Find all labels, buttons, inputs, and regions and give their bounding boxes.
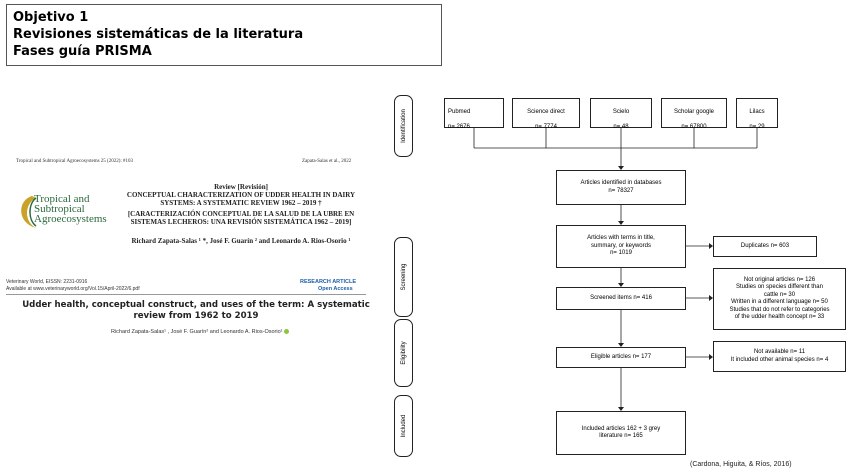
paper2-title: Udder health, conceptual construct, and … — [22, 300, 370, 321]
source-name: Science direct — [527, 108, 565, 115]
title-line-1: Objetivo 1 — [13, 10, 89, 25]
box-terms: Articles with terms in title, summary, o… — [556, 225, 686, 268]
title-line-2: Revisiones sistemáticas de la literatura — [13, 27, 304, 42]
box-excluded-screening: Not original articles n= 126 Studies on … — [713, 268, 846, 330]
source-box-pubmed: Pubmed n= 2676 — [444, 98, 504, 130]
phase-screening: Screening — [394, 237, 413, 317]
box-eligible: Eligible articles n= 177 — [556, 347, 686, 368]
source-count: n= 2676 — [448, 123, 470, 130]
source-box-science-direct: Science direct n= 7774 — [512, 98, 580, 130]
paper1-journal-line: Tropical and Subtropical Agroecosystems … — [16, 159, 134, 164]
source-count: n= 48 — [613, 123, 629, 130]
title-line-3: Fases guía PRISMA — [13, 44, 152, 59]
phase-eligibility: Eligibility — [394, 319, 413, 387]
box-duplicates: Duplicates n= 603 — [713, 236, 817, 257]
source-name: Scielo — [612, 108, 630, 115]
phase-included: Included — [394, 395, 413, 457]
citation: (Cardona, Higuita, & Ríos, 2016) — [690, 461, 792, 468]
paper1-authors-short: Zapata-Salas et al., 2022 — [302, 159, 352, 164]
box-identified: Articles identified in databases n= 7832… — [556, 170, 686, 205]
phase-screening-label: Screening — [400, 263, 407, 291]
source-count: n= 7774 — [535, 123, 557, 130]
slide-title-box: Objetivo 1 Revisiones sistemáticas de la… — [6, 4, 442, 66]
phase-included-label: Included — [400, 414, 407, 438]
source-count: n= 67800 — [681, 123, 707, 130]
paper2-authors: Richard Zapata-Salas¹ , José F. Guarín² … — [70, 329, 330, 335]
orcid-icon — [284, 329, 290, 335]
paper2-divider — [6, 294, 366, 295]
journal-logo: Tropical and Subtropical Agroecosystems — [14, 192, 112, 232]
paper2-badge-research: RESEARCH ARTICLE — [300, 279, 357, 285]
box-excluded-eligibility: Not available n= 11 It included other an… — [713, 341, 846, 372]
logo-text: Tropical and Subtropical Agroecosystems — [34, 193, 107, 225]
paper2-journal-line-1: Veterinary World, EISSN: 2231-0916 — [6, 279, 88, 285]
phase-identification: Identification — [394, 95, 413, 157]
paper1-title-es: [CARACTERIZACIÓN CONCEPTUAL DE LA SALUD … — [127, 210, 355, 226]
paper2-badge-open-access: Open Access — [318, 286, 353, 292]
source-name: Scholar google — [673, 108, 715, 115]
box-screened: Screened items n= 416 — [556, 287, 686, 310]
source-box-scielo: Scielo n= 48 — [590, 98, 652, 130]
source-box-lilacs: Lilacs n= 29 — [736, 98, 778, 130]
source-name: Pubmed — [448, 108, 471, 115]
source-name: Lilacs — [749, 108, 765, 115]
phase-identification-label: Identification — [400, 109, 407, 143]
paper1-authors: Richard Zapata-Salas ¹ *, José F. Guarín… — [131, 237, 351, 245]
logo-line-1: Tropical and — [34, 193, 90, 205]
logo-swoosh-icon — [21, 196, 37, 228]
source-box-scholar-google: Scholar google n= 67800 — [661, 98, 727, 130]
logo-line-3: Agroecosystems — [34, 213, 107, 225]
logo-line-2: Subtropical — [34, 203, 85, 215]
paper1-review-label: Review [Revisión] — [214, 183, 268, 191]
phase-eligibility-label: Eligibility — [400, 341, 407, 365]
source-count: n= 29 — [749, 123, 765, 130]
paper2-journal-line-2: Available at www.veterinaryworld.org/Vol… — [6, 286, 140, 292]
paper1-title-en: CONCEPTUAL CHARACTERIZATION OF UDDER HEA… — [126, 191, 356, 207]
paper2-authors-text: Richard Zapata-Salas¹ , José F. Guarín² … — [110, 329, 283, 335]
box-included: Included articles 162 + 3 grey literatur… — [556, 411, 686, 455]
